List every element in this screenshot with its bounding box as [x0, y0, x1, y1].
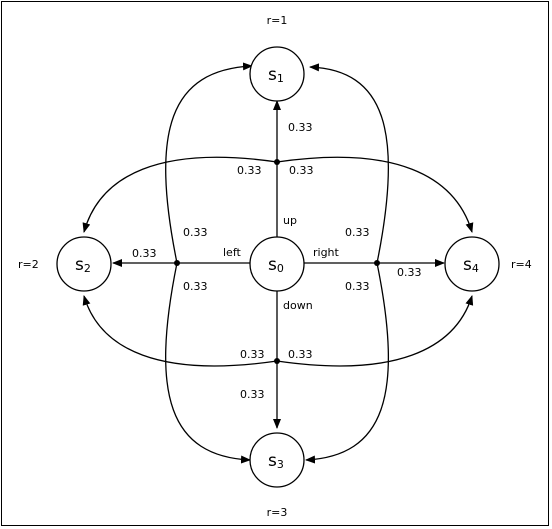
action-label-right: right: [313, 246, 340, 259]
edge-right-to-s1: [309, 63, 390, 264]
state-s1-label: s1: [268, 65, 284, 85]
reward-s3: r=3: [267, 506, 288, 519]
action-label-down: down: [283, 299, 313, 312]
edge-left-to-s1: [165, 62, 253, 264]
state-s0: [249, 236, 305, 292]
edge-down-to-s2: [82, 295, 278, 367]
prob-right-s1: 0.33: [345, 226, 370, 239]
action-node-up: [274, 159, 280, 165]
prob-left-s1: 0.33: [183, 226, 208, 239]
prob-right-s4: 0.33: [397, 266, 422, 279]
reward-s1: r=1: [267, 14, 288, 27]
prob-left-s2: 0.33: [132, 247, 157, 260]
action-node-right: [374, 260, 380, 266]
state-s3: [249, 432, 305, 488]
action-node-left: [174, 260, 180, 266]
state-s2: [56, 236, 112, 292]
state-s3-label: s3: [268, 451, 284, 471]
edge-up-to-s2: [82, 156, 278, 233]
action-node-down: [274, 358, 280, 364]
edge-right-to-s3: [305, 262, 389, 464]
prob-up-s1: 0.33: [288, 121, 313, 134]
reward-s4: r=4: [511, 258, 532, 271]
prob-down-s3: 0.33: [240, 388, 265, 401]
edge-up-to-s4: [276, 156, 474, 233]
prob-right-s3: 0.33: [345, 280, 370, 293]
state-s4: [444, 236, 500, 292]
state-s0-label: s0: [268, 255, 284, 275]
edge-left-to-s3: [165, 262, 251, 464]
state-s2-label: s2: [75, 255, 91, 275]
edge-down-to-s4: [276, 295, 474, 367]
reward-s2: r=2: [18, 258, 39, 271]
action-label-up: up: [283, 214, 297, 227]
state-s4-label: s4: [463, 255, 479, 275]
prob-down-s4: 0.33: [288, 348, 313, 361]
prob-left-s3: 0.33: [183, 280, 208, 293]
prob-down-s2: 0.33: [240, 348, 265, 361]
prob-up-s4: 0.33: [289, 164, 314, 177]
prob-up-s2: 0.33: [237, 164, 262, 177]
state-s1: [249, 46, 305, 102]
action-label-left: left: [223, 246, 242, 259]
